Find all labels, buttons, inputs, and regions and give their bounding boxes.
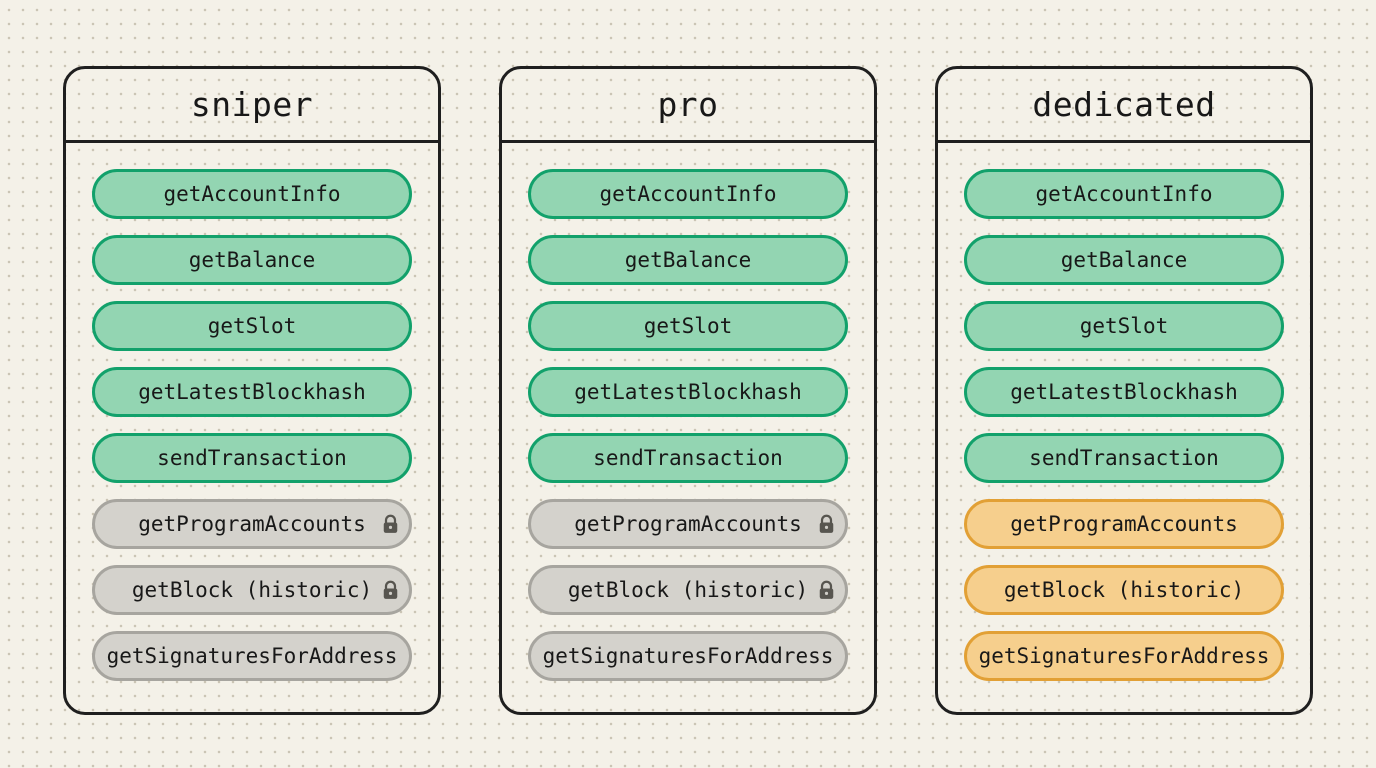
plan-card-body: getAccountInfo getBalance getSlot getLat… <box>502 143 874 681</box>
method-label: sendTransaction <box>593 446 783 470</box>
method-pill: getBlock (historic) <box>964 565 1284 615</box>
plan-card-body: getAccountInfo getBalance getSlot getLat… <box>66 143 438 681</box>
method-label: getSlot <box>207 314 297 338</box>
method-label: getSlot <box>1079 314 1169 338</box>
plan-title: sniper <box>190 85 314 124</box>
method-label: getProgramAccounts <box>1010 512 1238 536</box>
plan-card-header: sniper <box>66 69 438 143</box>
method-pill: getBalance <box>964 235 1284 285</box>
method-label: getBlock (historic) <box>567 578 809 602</box>
method-pill: getLatestBlockhash <box>92 367 412 417</box>
method-label: getBlock (historic) <box>1003 578 1245 602</box>
method-pill: sendTransaction <box>528 433 848 483</box>
plan-card-pro: pro getAccountInfo getBalance getSlot ge… <box>499 66 877 715</box>
plan-card-header: pro <box>502 69 874 143</box>
lock-icon <box>819 580 834 599</box>
method-label: sendTransaction <box>157 446 347 470</box>
lock-icon <box>383 514 398 533</box>
method-label: getLatestBlockhash <box>574 380 802 404</box>
method-pill: getLatestBlockhash <box>964 367 1284 417</box>
lock-icon <box>819 514 834 533</box>
method-pill: sendTransaction <box>964 433 1284 483</box>
method-label: getBlock (historic) <box>131 578 373 602</box>
method-label: getAccountInfo <box>1035 182 1213 206</box>
method-pill: getBlock (historic) <box>528 565 848 615</box>
method-label: getSignaturesForAddress <box>106 644 398 668</box>
method-label: getAccountInfo <box>163 182 341 206</box>
method-pill: getSignaturesForAddress <box>528 631 848 681</box>
method-label: getProgramAccounts <box>138 512 366 536</box>
plan-card-sniper: sniper getAccountInfo getBalance getSlot… <box>63 66 441 715</box>
plan-title: pro <box>657 85 719 124</box>
method-pill: getLatestBlockhash <box>528 367 848 417</box>
plan-title: dedicated <box>1032 85 1216 124</box>
method-pill: getSignaturesForAddress <box>92 631 412 681</box>
method-pill: getAccountInfo <box>92 169 412 219</box>
method-pill: getProgramAccounts <box>964 499 1284 549</box>
method-pill: getBlock (historic) <box>92 565 412 615</box>
plan-card-dedicated: dedicated getAccountInfo getBalance getS… <box>935 66 1313 715</box>
method-pill: getBalance <box>92 235 412 285</box>
plan-card-header: dedicated <box>938 69 1310 143</box>
method-pill: getSignaturesForAddress <box>964 631 1284 681</box>
method-pill: getProgramAccounts <box>528 499 848 549</box>
method-label: getBalance <box>1060 248 1188 272</box>
lock-icon <box>383 580 398 599</box>
method-pill: getSlot <box>528 301 848 351</box>
plan-card-body: getAccountInfo getBalance getSlot getLat… <box>938 143 1310 681</box>
method-label: getSlot <box>643 314 733 338</box>
method-pill: getAccountInfo <box>528 169 848 219</box>
method-label: getLatestBlockhash <box>1010 380 1238 404</box>
method-pill: getProgramAccounts <box>92 499 412 549</box>
method-label: getSignaturesForAddress <box>978 644 1270 668</box>
method-label: getBalance <box>188 248 316 272</box>
method-label: getSignaturesForAddress <box>542 644 834 668</box>
method-pill: getSlot <box>964 301 1284 351</box>
method-label: getLatestBlockhash <box>138 380 366 404</box>
method-pill: getSlot <box>92 301 412 351</box>
method-pill: sendTransaction <box>92 433 412 483</box>
method-pill: getBalance <box>528 235 848 285</box>
method-label: sendTransaction <box>1029 446 1219 470</box>
method-pill: getAccountInfo <box>964 169 1284 219</box>
method-label: getProgramAccounts <box>574 512 802 536</box>
method-label: getBalance <box>624 248 752 272</box>
method-label: getAccountInfo <box>599 182 777 206</box>
